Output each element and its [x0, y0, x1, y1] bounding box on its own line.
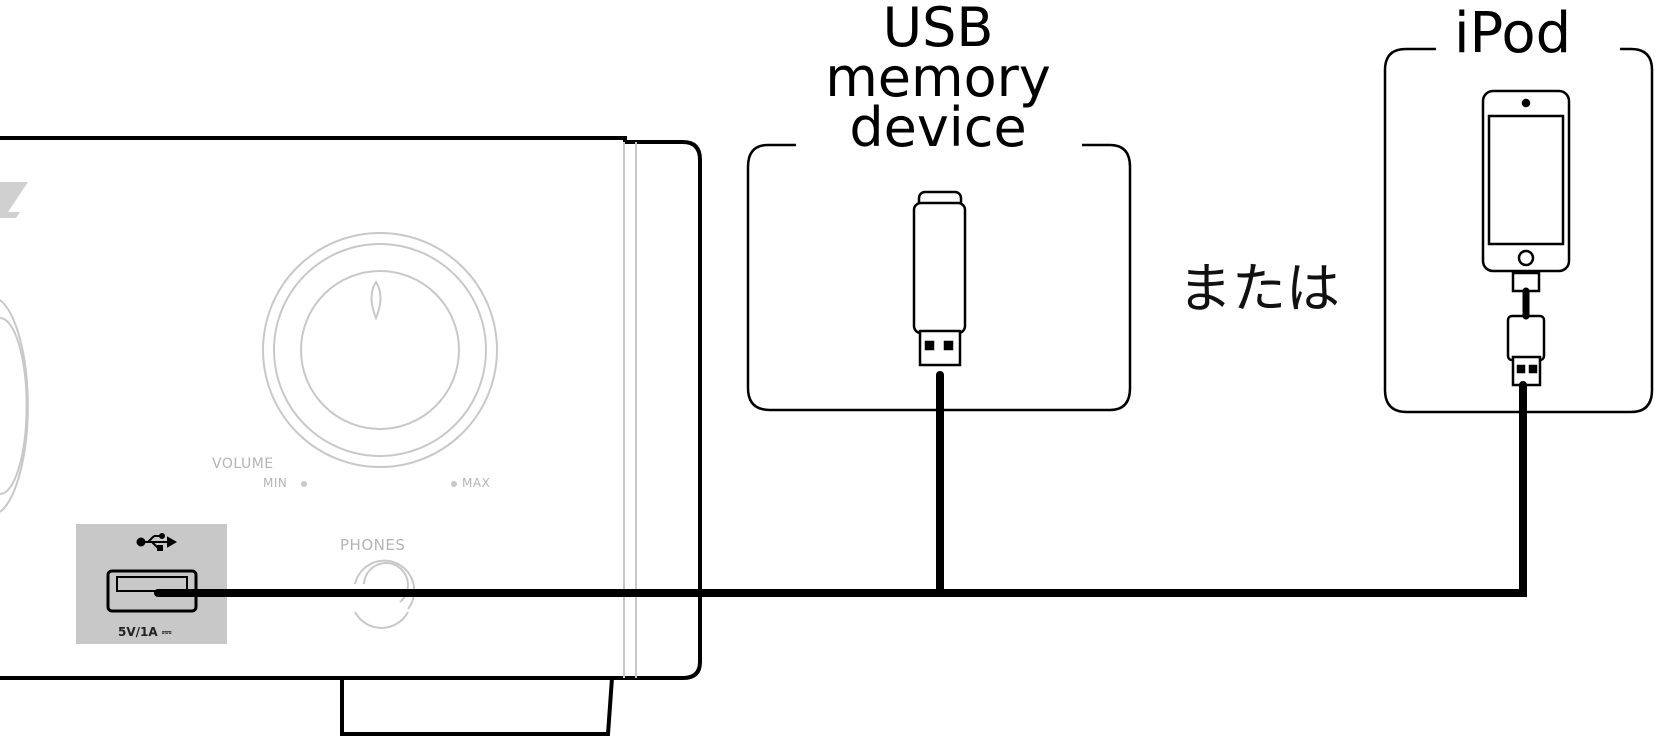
- usb-memory-device-box: [746, 143, 1132, 412]
- volume-min-label: MIN: [263, 476, 288, 490]
- input-selector-knob: [0, 299, 29, 513]
- usb-memory-title-line-2: memory: [825, 46, 1051, 109]
- usb-port-rating-label: 5V/1A ⎓: [118, 625, 172, 639]
- ipod-usb-cable-plug-icon: [1506, 314, 1546, 387]
- amplifier-foot: [340, 677, 614, 736]
- main-usb-cable: [154, 381, 1527, 597]
- usb-symbol-icon: [136, 533, 178, 551]
- amplifier-front-panel: [0, 136, 702, 736]
- usb-cables: [154, 287, 1530, 597]
- volume-max-dot: [451, 481, 457, 487]
- phones-label: PHONES: [340, 536, 406, 554]
- volume-knob: [262, 232, 498, 487]
- volume-min-dot: [301, 481, 307, 487]
- usb-flash-drive-icon: [912, 190, 967, 367]
- volume-indicator-mark: [370, 280, 382, 321]
- ipod-box: [1383, 47, 1654, 414]
- volume-max-label: MAX: [462, 476, 491, 490]
- volume-label: VOLUME: [212, 456, 274, 472]
- usb-memory-title-line-3: device: [849, 96, 1027, 159]
- or-label: または: [1178, 257, 1340, 320]
- ipod-title: iPod: [1454, 1, 1572, 66]
- usb-port-area: [76, 524, 227, 644]
- usb-memory-title: USB memory device: [815, 0, 1061, 159]
- ipod-device-icon: [1481, 89, 1571, 293]
- brand-logo: [0, 182, 28, 218]
- usb-memory-title-line-1: USB: [882, 0, 994, 59]
